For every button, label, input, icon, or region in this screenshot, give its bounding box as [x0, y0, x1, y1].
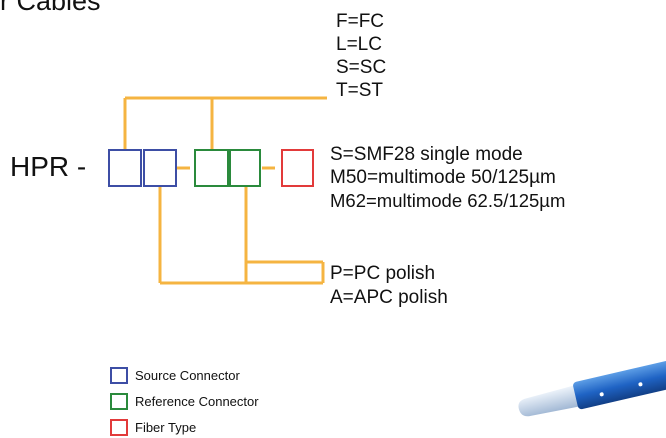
connector-option: L=LC — [336, 34, 382, 55]
fiber-cable-icon — [518, 360, 666, 417]
legend-swatch-fiber — [110, 419, 128, 436]
reference-connector-box-2 — [229, 149, 261, 187]
legend-swatch-reference — [110, 393, 128, 410]
connector-option: S=SC — [336, 57, 387, 78]
polish-option: P=PC polish — [330, 263, 436, 284]
part-number-prefix: HPR - — [10, 151, 87, 182]
page-title: r Cables — [0, 0, 101, 16]
legend-swatch-source — [110, 367, 128, 384]
legend-item-source: Source Connector — [110, 367, 240, 384]
fiber-option: M62=multimode 62.5/125µm — [330, 190, 566, 211]
legend-item-reference: Reference Connector — [110, 393, 259, 410]
legend-label: Source Connector — [135, 368, 240, 383]
legend-label: Fiber Type — [135, 420, 197, 435]
source-connector-box-1 — [108, 149, 142, 187]
connector-option: F=FC — [336, 11, 385, 32]
fiber-type-box — [281, 149, 314, 187]
source-connector-box-2 — [143, 149, 177, 187]
connector-option: T=ST — [336, 80, 383, 101]
fiber-option: S=SMF28 single mode — [330, 144, 523, 165]
legend-label: Reference Connector — [135, 394, 259, 409]
reference-connector-box-1 — [194, 149, 229, 187]
fiber-option: M50=multimode 50/125µm — [330, 167, 556, 188]
polish-option: A=APC polish — [330, 287, 448, 308]
legend-item-fiber: Fiber Type — [110, 419, 196, 436]
